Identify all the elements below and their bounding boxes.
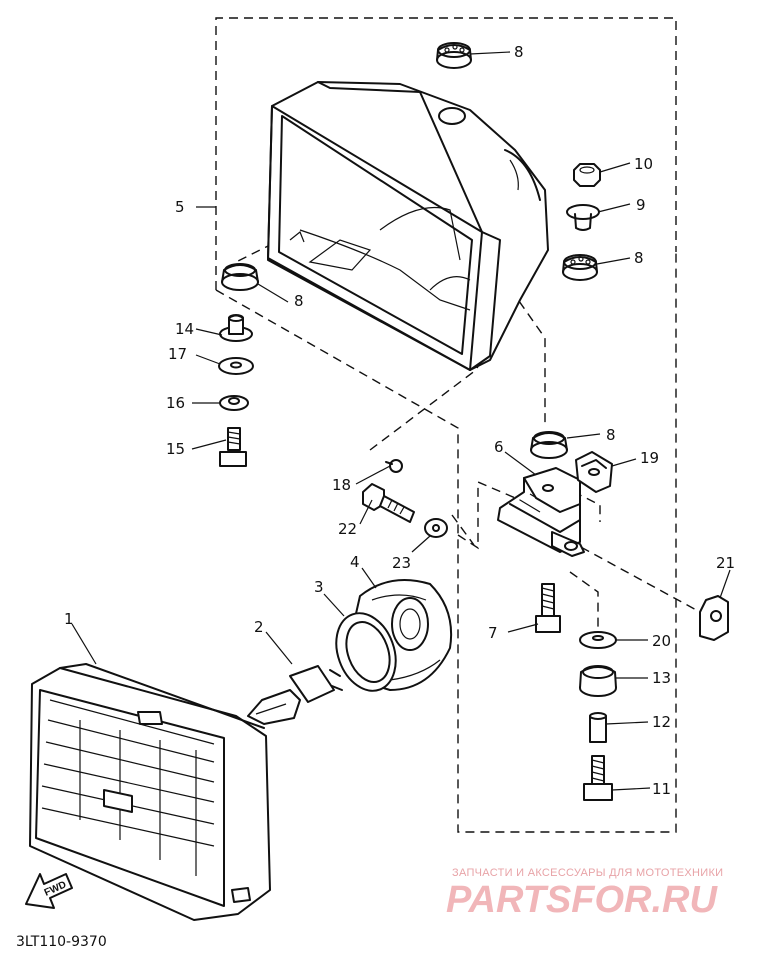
- callout-17: 14: [175, 320, 194, 338]
- callout-labels: 8 10 9 8 5 8 14 17 16 15 8 6 19 18 22 23…: [64, 43, 735, 798]
- callout-21: 22: [338, 520, 357, 538]
- nut: [573, 163, 601, 187]
- bulb-2: [247, 665, 343, 725]
- callout-11: 11: [652, 780, 671, 798]
- callout-22: 23: [392, 554, 411, 572]
- callout-8d: 8: [606, 426, 616, 444]
- callout-8b: 8: [634, 249, 644, 267]
- bolt-21: [362, 483, 415, 523]
- bolt-11: [583, 755, 613, 801]
- washer-20: [218, 357, 254, 375]
- callout-10: 10: [634, 155, 653, 173]
- stay-23: [699, 595, 729, 641]
- screw-16: [385, 459, 403, 473]
- lock-washer-19: [219, 395, 249, 411]
- watermark: ЗАПЧАСТИ И АКСЕССУАРЫ ДЛЯ МОТОТЕХНИКИ PA…: [446, 867, 723, 921]
- callout-4: 4: [350, 553, 360, 571]
- callout-5: 5: [175, 198, 185, 216]
- bolt-18: [219, 427, 247, 467]
- watermark-logo: PARTSFOR.RU: [446, 879, 718, 921]
- callout-13: 13: [652, 669, 671, 687]
- callout-3: 3: [314, 578, 324, 596]
- callout-16: 18: [332, 476, 351, 494]
- grommet-bracket: [530, 431, 568, 459]
- grommet-right: [562, 254, 598, 281]
- leader-lines: [71, 51, 731, 791]
- front-arrow-icon: FWD: [25, 873, 73, 909]
- damper-13: [579, 665, 617, 697]
- headlight-case: [267, 81, 549, 371]
- callout-1: 1: [64, 610, 74, 628]
- headlight-unit-1: [29, 663, 271, 921]
- watermark-tagline: ЗАПЧАСТИ И АКСЕССУАРЫ ДЛЯ МОТОТЕХНИКИ: [452, 867, 723, 879]
- spacer-12: [589, 712, 607, 743]
- washer-15: [579, 631, 617, 649]
- grommet-left: [221, 263, 259, 291]
- bracket-6: [497, 467, 585, 557]
- bolt-7: [535, 583, 561, 633]
- callout-7: 7: [488, 624, 498, 642]
- nut-clip-14: [575, 451, 613, 493]
- callout-9: 9: [636, 196, 646, 214]
- callout-20: 17: [168, 345, 187, 363]
- washer-22: [424, 518, 448, 538]
- grommet-top: [436, 42, 472, 69]
- callout-18: 15: [166, 440, 185, 458]
- bulb-ring-3: [335, 612, 397, 692]
- callout-19: 16: [166, 394, 185, 412]
- callout-14: 19: [640, 449, 659, 467]
- diagram-code: 3LT110-9370: [16, 934, 107, 950]
- collar: [566, 204, 600, 231]
- callout-23: 21: [716, 554, 735, 572]
- callout-8c: 8: [294, 292, 304, 310]
- callout-6: 6: [494, 438, 504, 456]
- callout-2: 2: [254, 618, 264, 636]
- callout-8a: 8: [514, 43, 524, 61]
- collar-17: [219, 314, 253, 342]
- callout-12: 12: [652, 713, 671, 731]
- callout-15: 20: [652, 632, 671, 650]
